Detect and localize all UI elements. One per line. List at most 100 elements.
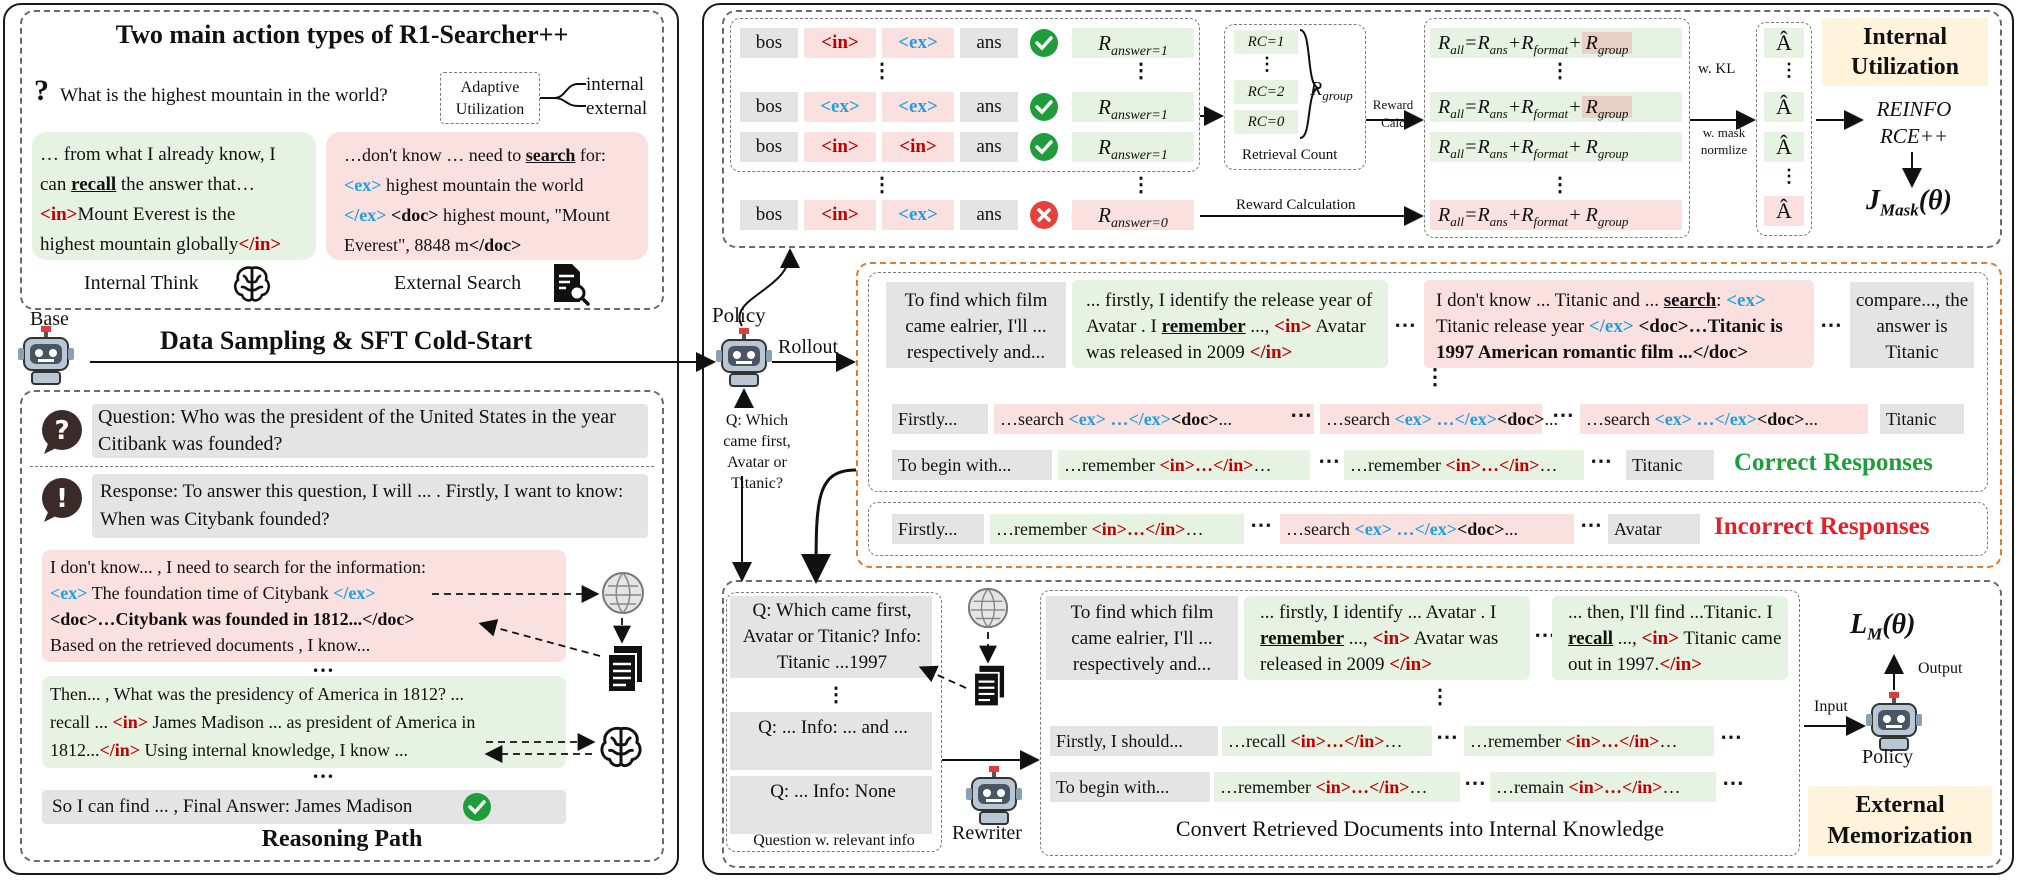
rgroup-sub: group: [1322, 88, 1353, 103]
w-kl-label: w. KL: [1698, 61, 1736, 77]
in-close-tag: </in>: [99, 740, 141, 760]
seq-dots: ⋯: [1590, 448, 1612, 473]
correct-responses-label: Correct Responses: [1734, 449, 1933, 476]
document-search-icon: [554, 264, 590, 306]
advantage-value: Â: [1764, 28, 1804, 58]
lm-l: L: [1850, 609, 1868, 640]
seq-dots: ⋯: [1318, 448, 1340, 473]
ex-tag: <ex>: [50, 583, 88, 603]
response-text: Response: To answer this question, I wil…: [100, 481, 624, 530]
rc-vdots: ⋮: [1258, 54, 1276, 74]
internal-think-text: … from what I already know, I can recall…: [40, 140, 316, 260]
mid-block-3: [1424, 280, 1814, 368]
seq-start: Firstly...: [892, 514, 984, 544]
seq-answer: Titanic: [1880, 404, 1964, 434]
internal-line-1: … from what I already know, I: [40, 144, 276, 165]
jmask-sub: Mask: [1880, 200, 1919, 220]
external-label: external: [586, 98, 648, 119]
responses-panel: [856, 262, 2002, 568]
bottom-policy-label: Policy: [1862, 746, 1914, 768]
conv-block-2a: ... firstly, I identify ... Avatar . I: [1260, 602, 1497, 623]
jmask-j: J: [1866, 185, 1880, 216]
q-box-2-text: Q: ... Info: ... and ...: [758, 717, 908, 738]
recall-word: recall: [71, 174, 117, 195]
q-box-2: [730, 712, 932, 770]
advantage-value: Â: [1764, 132, 1804, 162]
token-tag: <in>: [804, 132, 876, 162]
mid-block-3e: Titanic release year: [1436, 316, 1589, 337]
seq-dots: ⋯: [1290, 402, 1312, 427]
internal-line-4: highest mountain globally</in>: [40, 230, 316, 260]
rall-formula: Rall=Rans+Rformat+Rgroup: [1430, 132, 1682, 162]
conv-block-2c: ...,: [1344, 628, 1373, 649]
search-step-line-2b: The foundation time of Citybank: [87, 583, 334, 603]
external-line-2b: highest mountain the world: [381, 175, 584, 195]
reward-value: Ranswer=1: [1072, 28, 1194, 59]
internal-utilization-label: Internal Utilization: [1851, 24, 1959, 80]
ex-close-tag: </ex>: [1588, 316, 1634, 337]
token-bos: bos: [740, 200, 798, 230]
search-word: search: [525, 145, 576, 165]
advantage-box: [1756, 22, 1812, 236]
seq-search: …search <ex> …</ex><doc>...: [1280, 514, 1574, 544]
rall-vdots: ⋮: [1550, 174, 1570, 196]
rc-2: RC=2: [1234, 80, 1298, 104]
remember-word: remember: [1161, 316, 1246, 337]
reasoning-dots-1: …: [312, 652, 334, 677]
ex-tag: <ex>: [1726, 290, 1766, 311]
conv-block-3-text: ... then, I'll find ...Titanic. I recall…: [1568, 600, 1786, 678]
mid-dots-2: ⋯: [1820, 312, 1842, 337]
rall-formula: Rall=Rans+Rformat+Rgroup: [1430, 28, 1682, 58]
conv-recall: …recall <in>…</in>…: [1222, 726, 1432, 756]
token-tag: <ex>: [882, 28, 954, 58]
recall-step-line-3a: 1812...: [50, 740, 100, 760]
token-bos: bos: [740, 28, 798, 58]
check-icon: [1030, 133, 1058, 161]
convert-caption: Convert Retrieved Documents into Interna…: [1175, 816, 1665, 841]
w-mask-label: w. mask normlize: [1700, 125, 1748, 157]
seq-dots: ⋯: [1580, 512, 1602, 537]
mid-block-2e: Avatar was released in 2009: [1086, 316, 1366, 363]
check-icon: [1030, 29, 1058, 57]
lm-sub: M: [1867, 624, 1883, 644]
check-icon: [1030, 93, 1058, 121]
token-tag: <ex>: [882, 200, 954, 230]
token-tag: <ex>: [804, 92, 876, 122]
token-ans: ans: [960, 132, 1018, 162]
lm-theta: (θ): [1882, 609, 1916, 640]
internal-line-2a: can: [40, 174, 72, 195]
mid-block-3g: <doc>…Titanic is 1997 American romantic …: [1436, 316, 1783, 363]
internal-utilization-banner: [1822, 18, 1988, 86]
correct-responses-box: [868, 272, 1988, 492]
ahat-vdots: ⋮: [1780, 60, 1798, 80]
conv-block-1-text: To find which film came ealrier, I'll ..…: [1070, 602, 1214, 675]
policy-query: Q: Which came first, Avatar or Titanic?: [723, 412, 791, 492]
conv-block-2: [1244, 596, 1530, 680]
seq-start: To begin with...: [892, 450, 1052, 480]
svg-text:!: !: [56, 484, 68, 514]
search-step-box: [42, 550, 566, 662]
external-memorization-label: External Memorization: [1827, 792, 1973, 849]
conv-block-3: [1552, 596, 1788, 680]
token-tag: <ex>: [882, 92, 954, 122]
internal-line-3b: Mount Everest is the: [77, 204, 236, 225]
conv-remain: …remain <in>…</in>…: [1490, 772, 1716, 802]
ex-close-tag: </ex>: [344, 205, 387, 225]
rows-vdots-3: ⋮: [872, 174, 892, 196]
base-robot-icon: [18, 326, 74, 385]
recall-word: recall: [1568, 628, 1614, 649]
external-line-3c: highest mount, "Mount: [438, 205, 610, 225]
rollout-rewards-box: [730, 18, 1200, 172]
token-tag: <in>: [804, 28, 876, 58]
ex-close-tag: </ex>: [333, 583, 376, 603]
rewriter-robot-icon: [966, 766, 1022, 825]
external-line-2: <ex> highest mountain the world: [344, 170, 644, 200]
rows-vdots-2: ⋮: [1131, 60, 1151, 82]
recall-step-box: [42, 676, 566, 768]
recall-step-line-2a: recall ...: [50, 712, 113, 732]
check-icon: [463, 793, 491, 821]
rc-0: RC=0: [1234, 110, 1298, 134]
internal-think-box: [32, 132, 316, 260]
external-memorization-banner: [1808, 786, 1992, 856]
rgroup-label: Rgroup: [1310, 76, 1353, 109]
